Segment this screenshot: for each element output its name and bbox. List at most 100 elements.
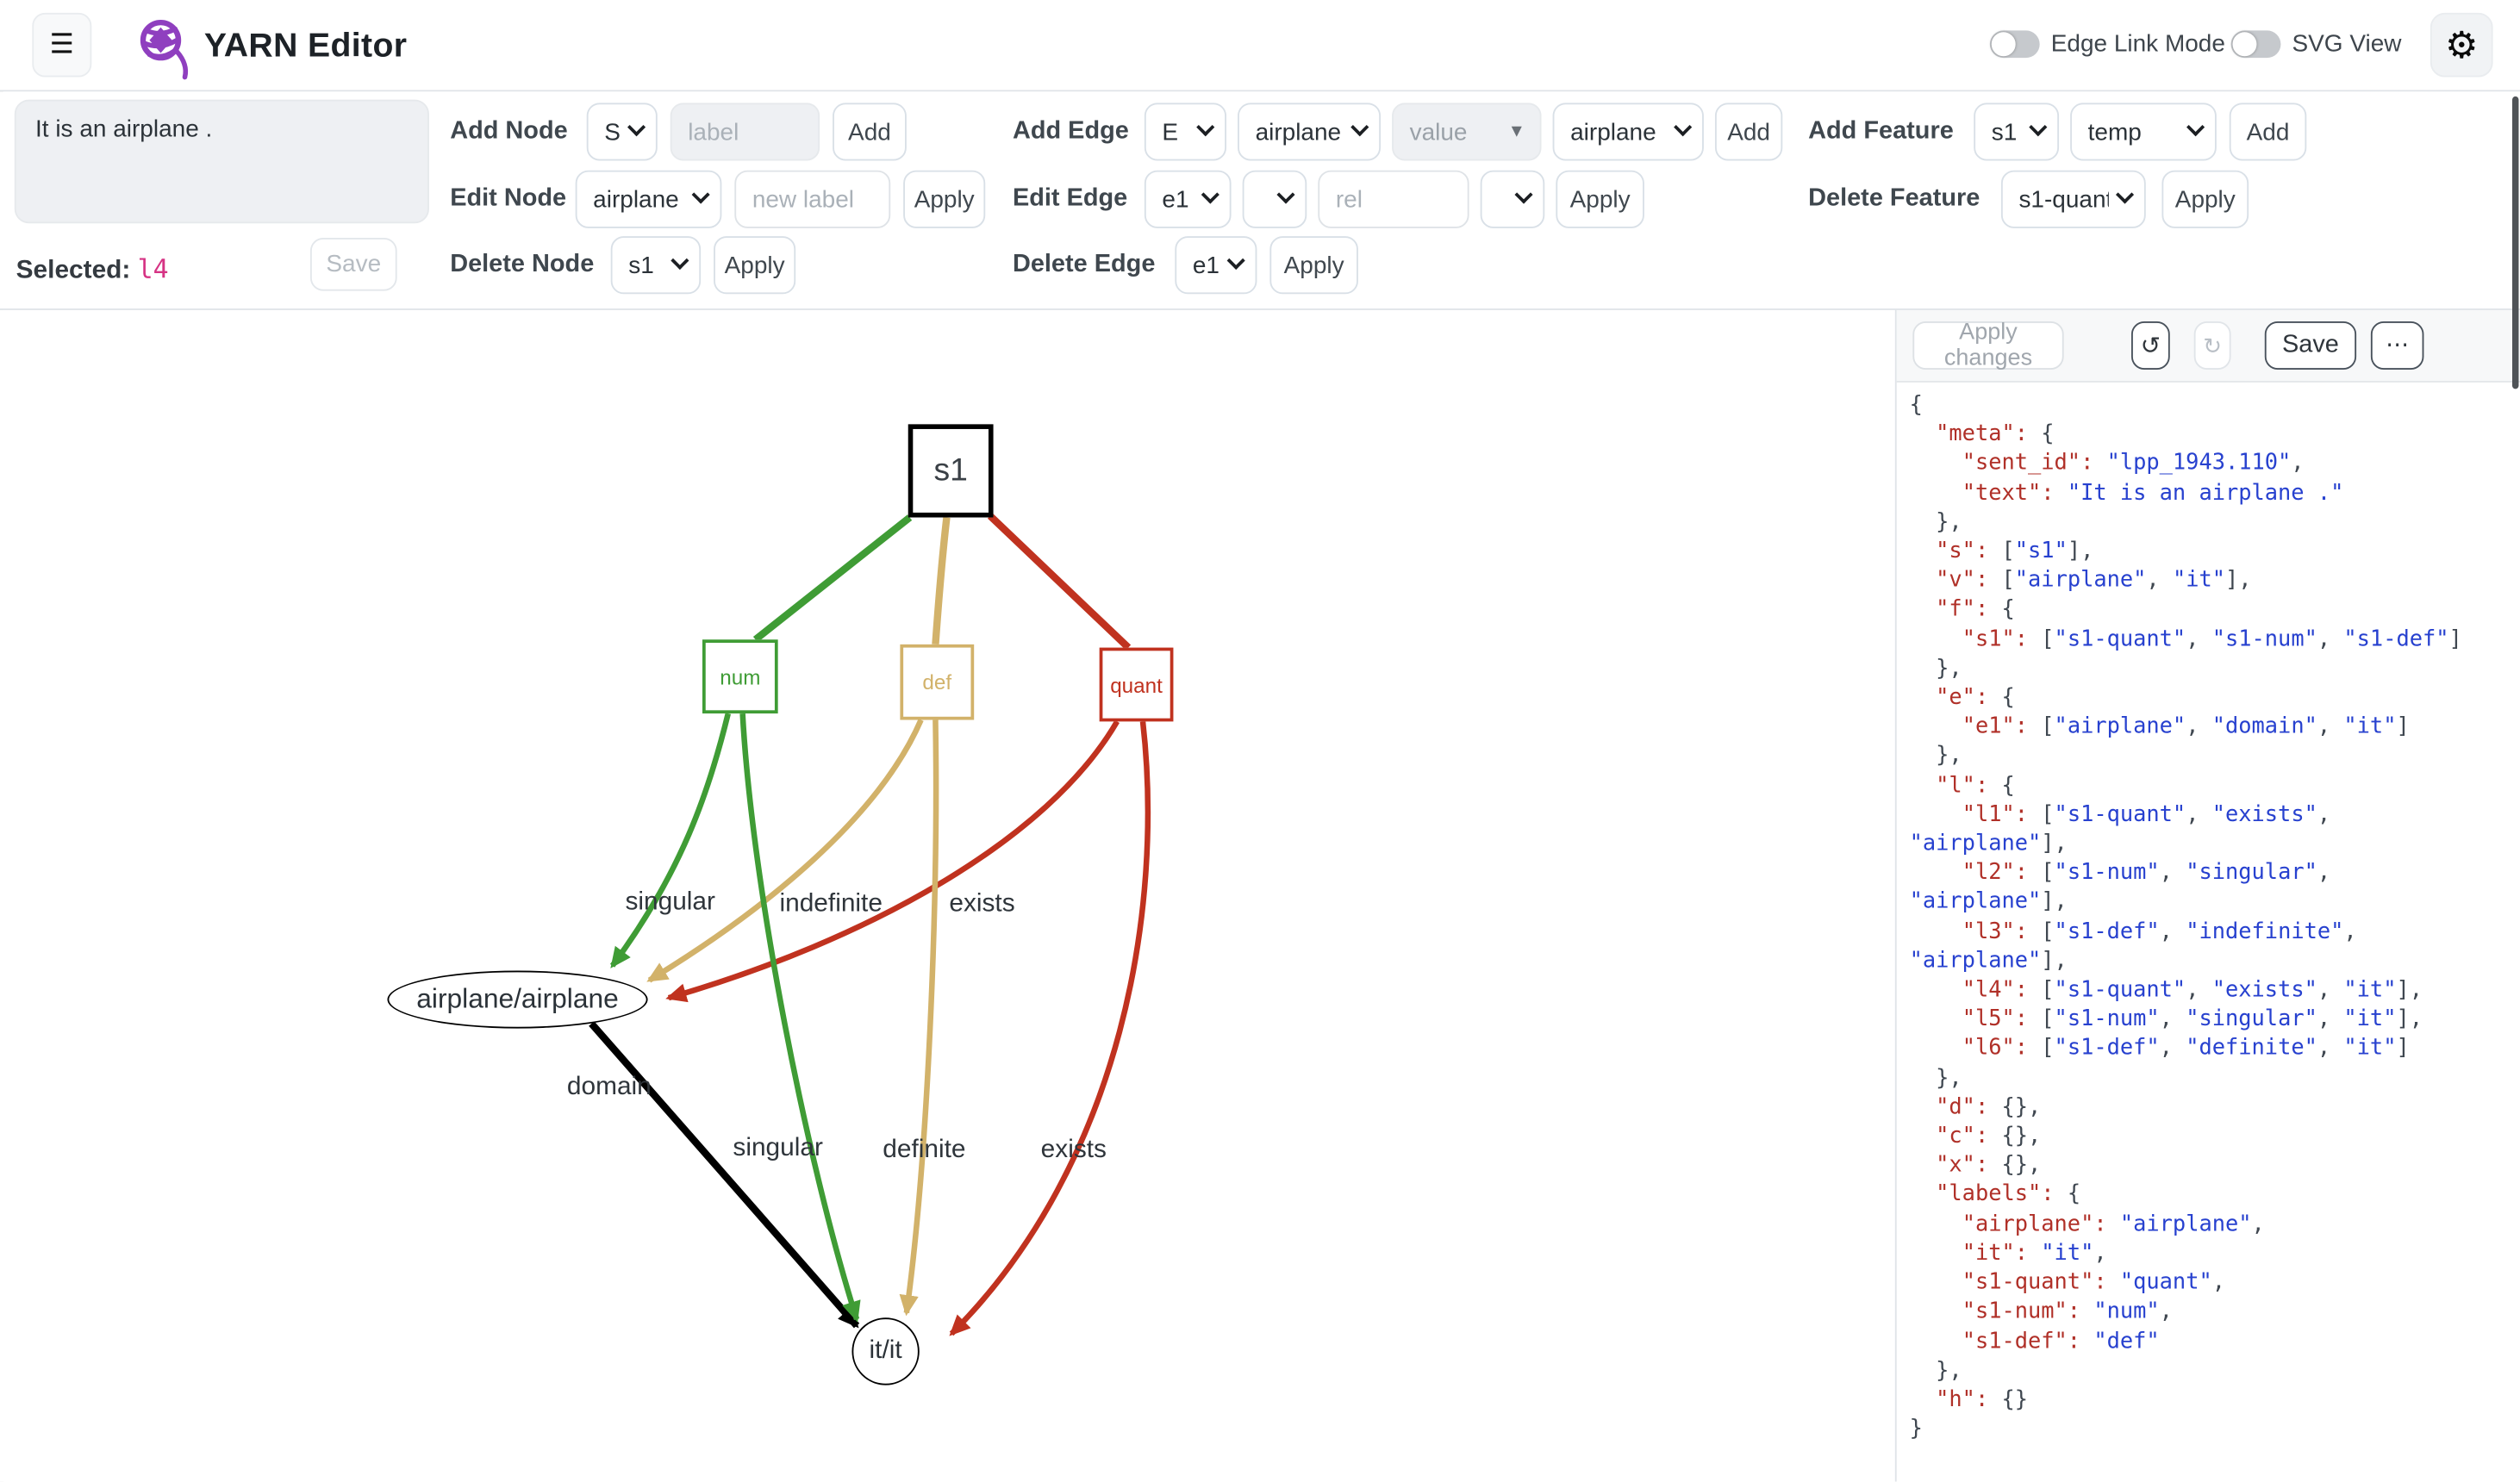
selected-value: l4 (137, 253, 169, 285)
edge-s1-quant[interactable] (987, 513, 1132, 651)
json-panel-toolbar: Apply changes ↺ ↻ Save ⋯ (1896, 309, 2520, 383)
edge-label-exists-it[interactable]: exists (1040, 1136, 1107, 1164)
add-edge-from-value: airplane (1255, 118, 1342, 146)
json-line: "l6": ["s1-def", "definite", "it"] (1962, 1035, 2410, 1062)
apply-changes-button[interactable]: Apply changes (1912, 320, 2064, 371)
add-edge-to-select[interactable]: airplane (1552, 103, 1704, 161)
edit-edge-value: e1 (1162, 185, 1189, 214)
toggle-knob (1991, 32, 2016, 57)
edge-label-singular-it[interactable]: singular (733, 1134, 823, 1162)
add-feature-type-select[interactable]: temp (2070, 103, 2217, 161)
json-line: "s1-def": "def" (1962, 1328, 2160, 1354)
add-feature-button[interactable]: Add (2229, 103, 2307, 161)
json-line: "c": {}, (1936, 1123, 2042, 1149)
add-feature-node-select[interactable]: s1 (1974, 103, 2060, 161)
selected-save-button[interactable]: Save (309, 238, 397, 291)
node-label: def (922, 669, 952, 694)
json-line: "l5": ["s1-num", "singular", "it"], (1962, 1006, 2423, 1032)
edit-edge-rel-input[interactable] (1318, 170, 1469, 228)
edge-def-it[interactable] (899, 719, 939, 1317)
edit-node-newlabel-input[interactable] (734, 170, 891, 228)
delete-node-select[interactable]: s1 (610, 236, 702, 295)
edge-domain[interactable] (589, 1021, 860, 1329)
delete-edge-select[interactable]: e1 (1175, 236, 1257, 295)
json-line: "airplane"], (1909, 889, 2068, 916)
graph-canvas[interactable]: s1 num def quant airplane/airplane it/it… (0, 309, 1895, 1482)
more-options-button[interactable]: ⋯ (2370, 321, 2424, 370)
graph-node-quant[interactable]: quant (1099, 647, 1174, 722)
edge-label-singular-airplane[interactable]: singular (625, 888, 715, 917)
edge-label-definite[interactable]: definite (883, 1136, 966, 1164)
edge-quant-it[interactable] (949, 721, 1151, 1336)
json-line: "s1-num": "num", (1962, 1298, 2173, 1325)
graph-node-num[interactable]: num (702, 639, 778, 714)
add-edge-from-select[interactable]: airplane (1238, 103, 1382, 161)
add-node-type-select[interactable]: S (586, 103, 658, 161)
edge-label-exists-airplane[interactable]: exists (949, 890, 1015, 918)
graph-node-it[interactable]: it/it (851, 1317, 920, 1385)
scrollbar-thumb[interactable] (2511, 96, 2519, 389)
gear-icon: ⚙ (2445, 23, 2479, 65)
add-edge-to-value: airplane (1570, 118, 1656, 146)
json-line: "v": ["airplane", "it"], (1936, 567, 2252, 594)
edge-num-airplane[interactable] (609, 713, 732, 968)
settings-button[interactable]: ⚙ (2430, 12, 2493, 78)
add-edge-type-select[interactable]: E (1144, 103, 1226, 161)
edit-edge-apply-button[interactable]: Apply (1556, 170, 1644, 228)
add-node-label-input[interactable] (670, 103, 820, 161)
graph-node-def[interactable]: def (900, 644, 975, 720)
ellipsis-icon: ⋯ (2386, 333, 2410, 358)
save-button[interactable]: Save (2264, 321, 2357, 370)
add-edge-button[interactable]: Add (1714, 103, 1783, 161)
graph-node-airplane[interactable]: airplane/airplane (387, 970, 648, 1029)
undo-icon: ↺ (2140, 333, 2161, 360)
chevron-down-icon (627, 118, 646, 137)
edit-edge-select[interactable]: e1 (1144, 170, 1232, 228)
json-line: "text": "It is an airplane ." (1962, 479, 2344, 506)
undo-button[interactable]: ↺ (2130, 321, 2170, 370)
edit-edge-to-select[interactable] (1480, 170, 1545, 228)
json-line: "s": ["s1"], (1936, 538, 2094, 564)
chevron-down-icon (1196, 118, 1215, 137)
edge-link-mode-toggle[interactable] (1989, 30, 2040, 59)
add-node-type-value: S (604, 118, 621, 146)
selected-status: Selected: l4 (16, 254, 169, 286)
sentence-text-box[interactable]: It is an airplane . (14, 99, 429, 224)
delete-node-label: Delete Node (450, 250, 595, 278)
svg-view-toggle[interactable] (2230, 30, 2281, 59)
json-line: "sent_id": "lpp_1943.110", (1962, 450, 2305, 476)
edge-s1-def[interactable] (932, 517, 951, 645)
edit-node-select[interactable]: airplane (575, 170, 722, 228)
edge-def-airplane[interactable] (646, 719, 924, 983)
edge-label-indefinite[interactable]: indefinite (779, 890, 883, 918)
edit-node-apply-button[interactable]: Apply (903, 170, 986, 228)
chevron-down-icon (691, 185, 710, 204)
chevron-down-icon (1674, 118, 1693, 137)
delete-feature-apply-button[interactable]: Apply (2161, 170, 2249, 228)
json-source-view[interactable]: { "meta": { "sent_id": "lpp_1943.110", "… (1910, 390, 2514, 1443)
json-line: "l3": ["s1-def", "indefinite", (1962, 918, 2357, 944)
graph-node-s1[interactable]: s1 (908, 424, 994, 518)
svg-view-label: SVG View (2292, 30, 2402, 59)
json-line: "airplane"], (1909, 948, 2068, 974)
edge-label-domain[interactable]: domain (566, 1073, 652, 1101)
add-edge-value-combobox[interactable]: value▼ (1392, 103, 1542, 161)
edge-s1-num[interactable] (752, 514, 913, 643)
chevron-down-icon (2029, 118, 2048, 137)
menu-button[interactable]: ☰ (32, 12, 92, 78)
add-node-button[interactable]: Add (833, 103, 907, 161)
edit-edge-from-select[interactable] (1242, 170, 1307, 228)
delete-feature-label: Delete Feature (1808, 184, 1980, 213)
add-edge-label: Add Edge (1012, 117, 1129, 145)
json-line: }, (1909, 655, 1962, 682)
edge-quant-airplane[interactable] (665, 719, 1120, 1003)
delete-edge-apply-button[interactable]: Apply (1269, 236, 1358, 295)
json-line: "l4": ["s1-quant", "exists", "it"], (1962, 977, 2423, 1003)
json-line: "meta": { (1936, 421, 2055, 447)
chevron-down-icon (1350, 118, 1369, 137)
delete-feature-select[interactable]: s1-quant (2000, 170, 2146, 228)
delete-node-apply-button[interactable]: Apply (714, 236, 796, 295)
redo-button[interactable]: ↻ (2193, 321, 2231, 370)
edge-num-it[interactable] (739, 713, 861, 1323)
